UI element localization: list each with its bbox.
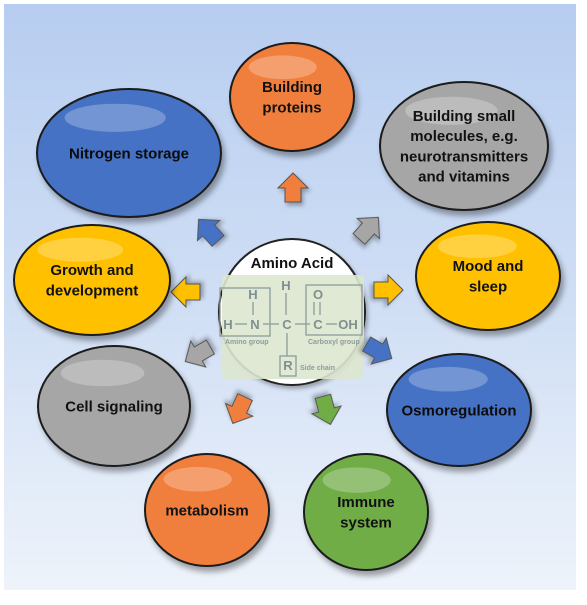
osmoregulation-arrow (361, 336, 393, 365)
building-proteins-sheen (248, 55, 317, 80)
formula-h-left: H (223, 317, 232, 332)
building-proteins-bubble: Building proteins (229, 42, 355, 152)
formula-oh: OH (338, 317, 358, 332)
center-circle: Amino Acid H H O H N C C OH R (218, 238, 366, 386)
growth-and-development-arrow (170, 275, 201, 309)
nitrogen-storage-label-line: Nitrogen storage (69, 145, 189, 162)
cell-signaling-arrow (184, 339, 216, 368)
nitrogen-storage-label: Nitrogen storage (69, 145, 189, 162)
mood-and-sleep-sheen (437, 234, 517, 259)
mood-and-sleep-label-line: Mood and (453, 258, 524, 275)
formula-c-carboxyl: C (313, 317, 323, 332)
immune-system-label-line: Immune (337, 494, 395, 511)
building-small-molecules-label-line: and vitamins (418, 169, 510, 186)
carboxyl-group-label: Carboxyl group (308, 339, 360, 346)
osmoregulation-bubble: Osmoregulation (386, 353, 532, 467)
building-small-molecules-sheen (405, 96, 498, 125)
immune-system-label-line: system (340, 514, 392, 531)
building-small-molecules-label-line: Building small (413, 108, 516, 125)
mood-and-sleep-label-line: sleep (469, 278, 507, 295)
metabolism-arrow (224, 393, 255, 425)
amino-group-label: Amino group (225, 339, 269, 346)
formula-c-alpha: C (282, 317, 292, 332)
building-proteins-label: Building proteins (262, 79, 322, 116)
immune-system-label: Immune system (337, 494, 395, 531)
building-small-molecules-label: Building small molecules, e.g. neurotransm… (400, 108, 528, 186)
building-proteins-label-line: Building (262, 79, 322, 96)
building-small-molecules-ellipse (379, 81, 549, 211)
mood-and-sleep-label: Mood and sleep (453, 258, 524, 295)
formula-o-top: O (313, 287, 323, 302)
formula-h-top-mid: H (281, 278, 290, 293)
metabolism-label-line: metabolism (165, 502, 248, 519)
center-title: Amino Acid (251, 255, 334, 272)
osmoregulation-label: Osmoregulation (401, 402, 516, 419)
growth-and-development-ellipse (13, 224, 171, 336)
immune-system-sheen (322, 467, 391, 493)
metabolism-sheen (163, 466, 232, 492)
growth-and-development-sheen (37, 237, 124, 262)
growth-and-development-label: Growth and development (46, 262, 139, 299)
formula-group-labels: Amino group Carboxyl group Side chain (225, 339, 360, 372)
nitrogen-storage-bubble: Nitrogen storage (36, 88, 222, 218)
growth-and-development-label-line: Growth and (50, 262, 133, 279)
building-proteins-arrow (276, 172, 310, 203)
building-small-molecules-label-line: neurotransmitters (400, 148, 528, 165)
cell-signaling-label-line: Cell signaling (65, 398, 163, 415)
mood-and-sleep-arrow (373, 273, 404, 307)
building-small-molecules-bubble: Building small molecules, e.g. neurotransm… (379, 81, 549, 211)
osmoregulation-sheen (408, 366, 488, 392)
side-chain-label: Side chain (300, 365, 335, 372)
metabolism-ellipse (144, 453, 270, 567)
formula-bonds (219, 284, 363, 377)
osmoregulation-ellipse (386, 353, 532, 467)
mood-and-sleep-bubble: Mood and sleep (415, 221, 561, 331)
metabolism-bubble: metabolism (144, 453, 270, 567)
building-small-molecules-label-line: molecules, e.g. (410, 128, 518, 145)
immune-system-bubble: Immune system (303, 453, 429, 571)
nitrogen-storage-sheen (64, 103, 166, 132)
formula-h-top-left: H (248, 287, 257, 302)
growth-and-development-bubble: Growth and development (13, 224, 171, 336)
building-proteins-label-line: proteins (262, 99, 321, 116)
mood-and-sleep-ellipse (415, 221, 561, 331)
cell-signaling-bubble: Cell signaling (37, 345, 191, 467)
cell-signaling-sheen (60, 359, 145, 387)
nitrogen-storage-arrow (196, 218, 225, 247)
building-small-molecules-arrow (352, 216, 381, 245)
cell-signaling-ellipse (37, 345, 191, 467)
amino-acid-formula: H H O H N C C OH R (223, 278, 357, 373)
formula-n: N (250, 317, 259, 332)
osmoregulation-label-line: Osmoregulation (401, 402, 516, 419)
growth-and-development-label-line: development (46, 282, 139, 299)
nitrogen-storage-ellipse (36, 88, 222, 218)
formula-r: R (283, 358, 293, 373)
metabolism-label: metabolism (165, 502, 248, 519)
cell-signaling-label: Cell signaling (65, 398, 163, 415)
immune-system-arrow (310, 393, 343, 426)
arrow-group (170, 172, 404, 426)
immune-system-ellipse (303, 453, 429, 571)
building-proteins-ellipse (229, 42, 355, 152)
